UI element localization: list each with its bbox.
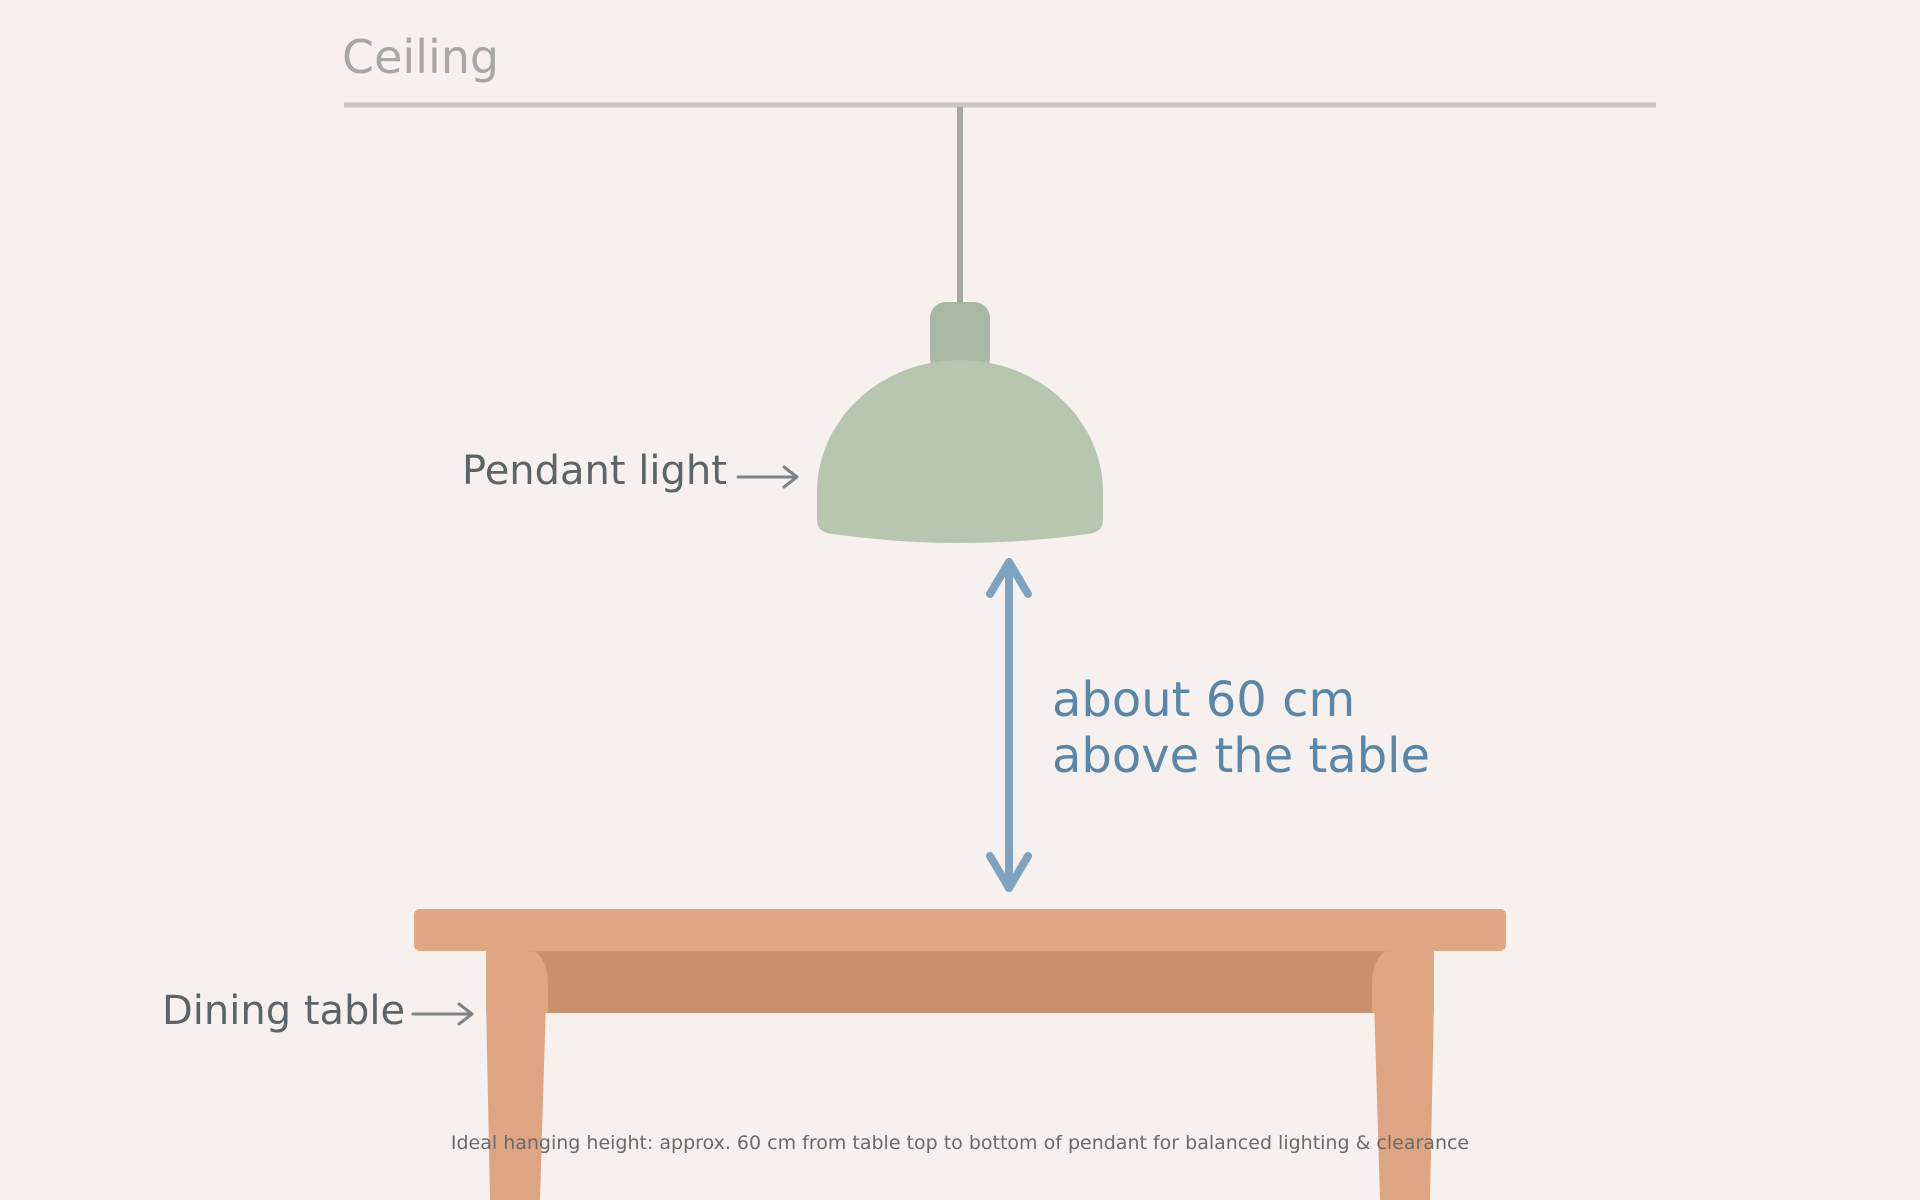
dining-table	[414, 909, 1506, 1200]
pendant-light-label: Pendant light	[462, 448, 727, 494]
table-apron	[486, 945, 1434, 1013]
table-leg-right-top	[1372, 945, 1434, 1013]
double-headed-vertical-arrow-icon	[986, 558, 1032, 892]
distance-label-line2: above the table	[1052, 728, 1431, 784]
pendant-cap	[930, 302, 990, 374]
distance-label-line1: about 60 cm	[1052, 672, 1356, 728]
table-top	[414, 909, 1506, 951]
right-arrow-icon	[411, 1002, 474, 1026]
ceiling-label: Ceiling	[342, 30, 500, 84]
table-leg-left-top	[486, 945, 548, 1013]
pendant-shade	[817, 360, 1103, 543]
dining-table-label: Dining table	[162, 988, 406, 1034]
right-arrow-icon	[736, 465, 799, 489]
caption: Ideal hanging height: approx. 60 cm from…	[450, 1132, 1470, 1154]
distance-label: about 60 cm above the table	[1052, 672, 1430, 784]
pendant-light	[817, 302, 1103, 543]
